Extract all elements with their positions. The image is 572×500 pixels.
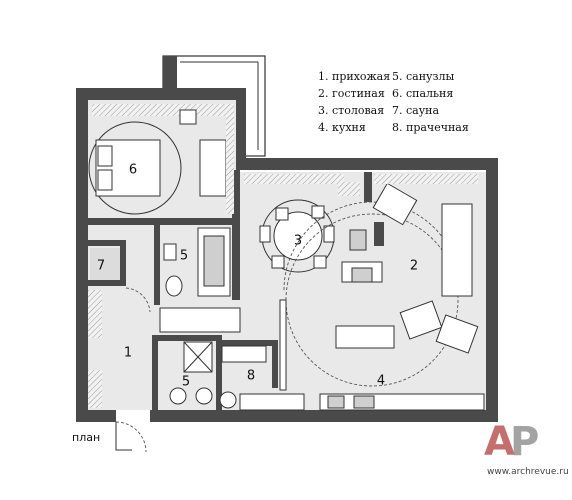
living-furniture [244,174,479,387]
interior-walls [88,170,372,410]
svg-text:A: A [484,419,515,465]
bathroom-upper-fixtures [163,227,231,297]
svg-text:P: P [510,419,539,465]
room-number-5-lower: 5 [182,375,190,390]
legend-item-4: 4. кухня [318,121,366,134]
dining-furniture [259,182,384,273]
plan-caption: план [72,431,100,444]
sauna-fixtures [90,248,120,280]
legend-item-7: 7. сауна [392,104,440,117]
laundry-fixtures [219,345,267,409]
archrevue-logo: A P [484,419,539,465]
legend-item-6: 6. спальня [392,87,453,100]
legend-item-5: 5. санузлы [392,70,455,83]
bathroom-lower-fixtures [169,341,213,405]
room-number-3: 3 [294,234,302,249]
legend-item-1: 1. прихожая [318,70,390,83]
exterior-walls [76,88,498,422]
legend-item-2: 2. гостиная [318,87,385,100]
legend-item-3: 3. столовая [318,104,384,117]
room-number-8: 8 [247,369,255,384]
legend: 1. прихожая 2. гостиная 3. столовая 4. к… [318,70,469,134]
watermark-url: www.archrevue.ru [487,467,569,477]
room-number-1: 1 [124,346,132,361]
kitchen-furniture [239,299,485,411]
room-number-6: 6 [129,163,137,178]
room-number-5-upper: 5 [180,249,188,264]
room-number-4: 4 [377,374,385,389]
legend-item-8: 8. прачечная [392,121,469,134]
room-number-2: 2 [410,259,418,274]
room-number-7: 7 [97,259,105,274]
bedroom-furniture [88,104,234,215]
hallway-fixtures [88,287,241,453]
